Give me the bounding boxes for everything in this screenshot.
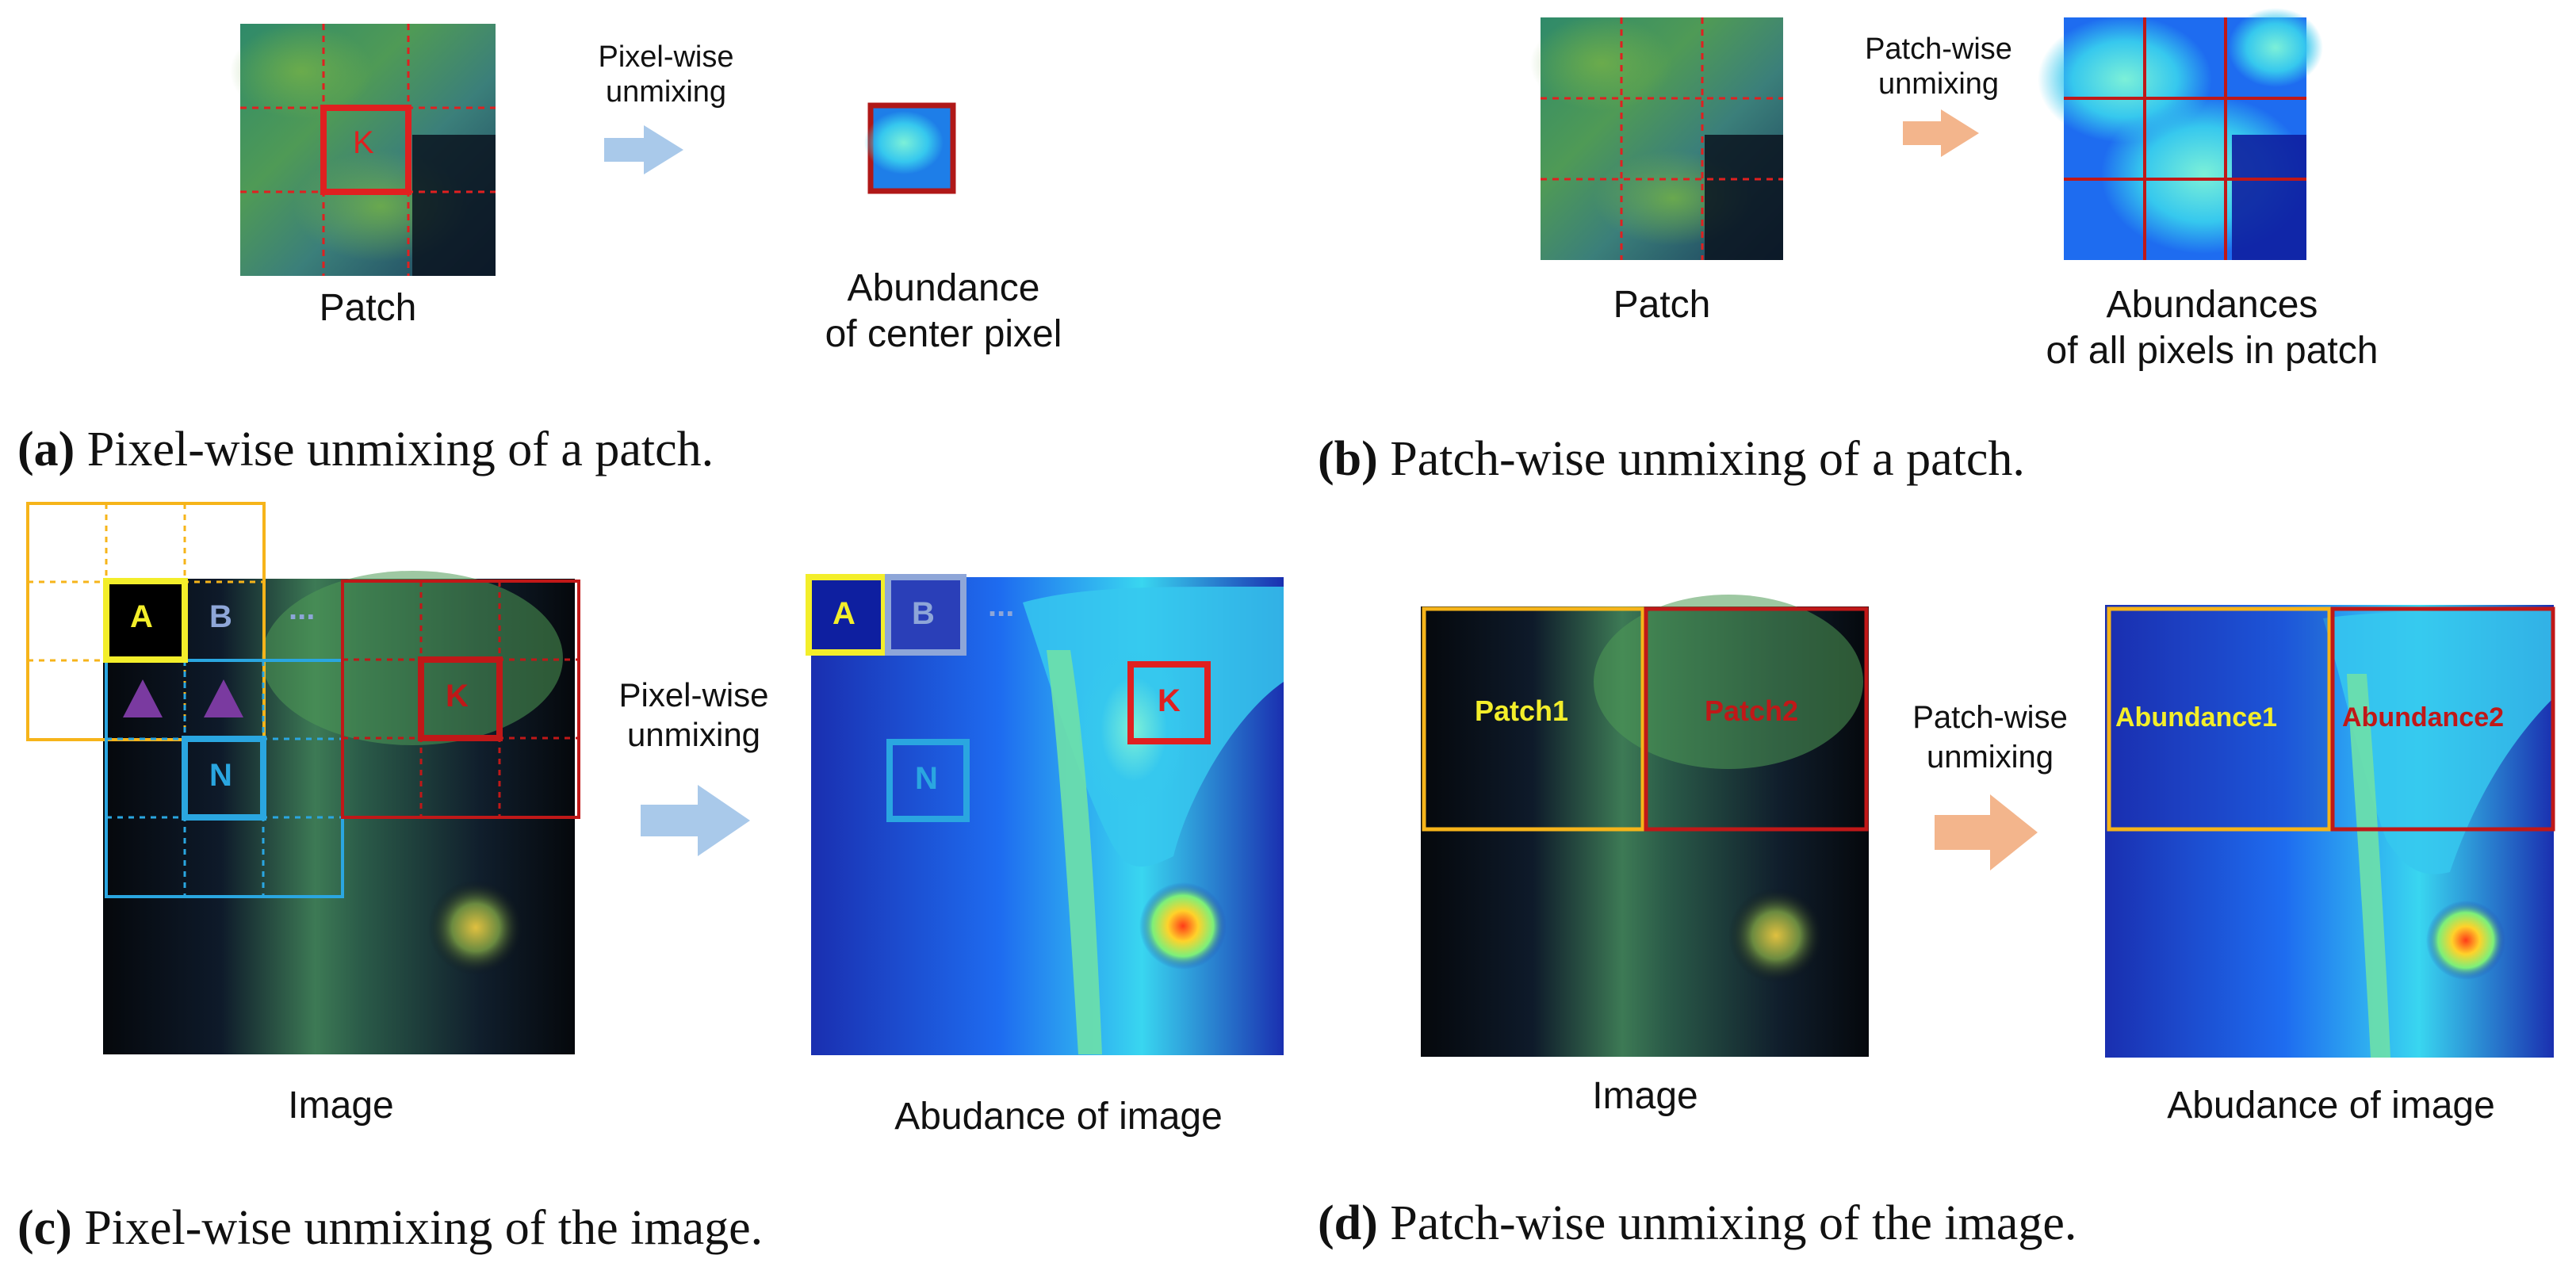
patch1-box — [1422, 606, 1645, 832]
result-label-b: Abundances of all pixels in patch — [2046, 284, 2379, 372]
arrow-orange — [1935, 794, 2038, 870]
abundance-n-box — [886, 739, 970, 822]
abundance2-label: Abundance2 — [2342, 702, 2505, 733]
caption-tag-d: (d) — [1318, 1196, 1378, 1250]
patch-label-b: Patch — [1613, 284, 1711, 326]
patch-marker-k: K — [353, 125, 374, 160]
caption-text-c: Pixel-wise unmixing of the image. — [84, 1201, 764, 1255]
arrow-blue — [641, 785, 750, 856]
image-label-c: Image — [288, 1085, 394, 1127]
marker-a-box — [103, 578, 188, 663]
patch-grid — [1541, 17, 1783, 260]
abundance1-label: Abundance1 — [2115, 702, 2278, 733]
triangle-marker — [204, 679, 243, 717]
abundance-a-box — [806, 574, 887, 656]
arrow-label-c: Pixel-wise unmixing — [618, 676, 769, 753]
patch2-box — [1644, 606, 1869, 832]
result-label-d: Abudance of image — [2167, 1085, 2495, 1127]
caption-d: (d) Patch-wise unmixing of the image. — [1318, 1196, 2076, 1252]
caption-b: (b) Patch-wise unmixing of a patch. — [1318, 431, 2025, 488]
caption-a: (a) Pixel-wise unmixing of a patch. — [17, 422, 714, 478]
result-label-c: Abudance of image — [894, 1096, 1223, 1138]
panel-b — [1530, 8, 2323, 260]
abundance-marker-b: B — [912, 596, 935, 631]
patch-label-a: Patch — [319, 287, 417, 329]
abundance1-box — [2107, 606, 2332, 832]
abundance2-box — [2330, 606, 2555, 832]
panel-c — [26, 502, 1284, 1055]
yellow-patch-grid — [26, 502, 266, 741]
triangle-marker — [123, 679, 163, 717]
arrow-label-d: Patch-wise unmixing — [1912, 700, 2068, 775]
marker-dots: ... — [289, 591, 316, 626]
caption-c: (c) Pixel-wise unmixing of the image. — [17, 1200, 763, 1257]
abundance-k-box — [1127, 661, 1211, 744]
caption-tag-c: (c) — [17, 1201, 72, 1255]
abundance-marker-k: K — [1158, 683, 1181, 718]
marker-b: B — [209, 599, 232, 634]
red-patch-grid — [341, 580, 580, 819]
abundance-marker-n: N — [915, 761, 938, 796]
caption-tag-a: (a) — [17, 423, 75, 476]
marker-a: A — [130, 599, 153, 634]
patch-grid — [240, 24, 496, 276]
abundance-b-box — [885, 574, 966, 656]
caption-text-b: Patch-wise unmixing of a patch. — [1390, 432, 2025, 486]
marker-k-box — [418, 656, 503, 741]
arrow-blue — [604, 125, 683, 174]
patch2-label: Patch2 — [1705, 694, 1799, 727]
abundance-grid — [2064, 17, 2306, 260]
patch1-label: Patch1 — [1475, 694, 1569, 727]
image-label-d: Image — [1592, 1075, 1698, 1117]
panel-d — [1421, 595, 2555, 1058]
abundance-marker-dots: ... — [988, 588, 1015, 623]
abundance-marker-a: A — [833, 596, 855, 631]
marker-k: K — [446, 679, 469, 714]
arrow-label-a: Pixel-wise unmixing — [598, 40, 734, 109]
arrow-label-b: Patch-wise unmixing — [1865, 33, 2012, 101]
marker-n-box — [182, 736, 266, 821]
marker-n: N — [209, 758, 232, 793]
arrow-orange — [1903, 109, 1979, 157]
panel-a — [230, 24, 956, 276]
caption-text-a: Pixel-wise unmixing of a patch. — [86, 423, 714, 476]
result-label-a: Abundance of center pixel — [825, 267, 1062, 355]
caption-text-d: Patch-wise unmixing of the image. — [1390, 1196, 2077, 1250]
center-pixel-box — [320, 105, 411, 195]
caption-tag-b: (b) — [1318, 432, 1378, 486]
